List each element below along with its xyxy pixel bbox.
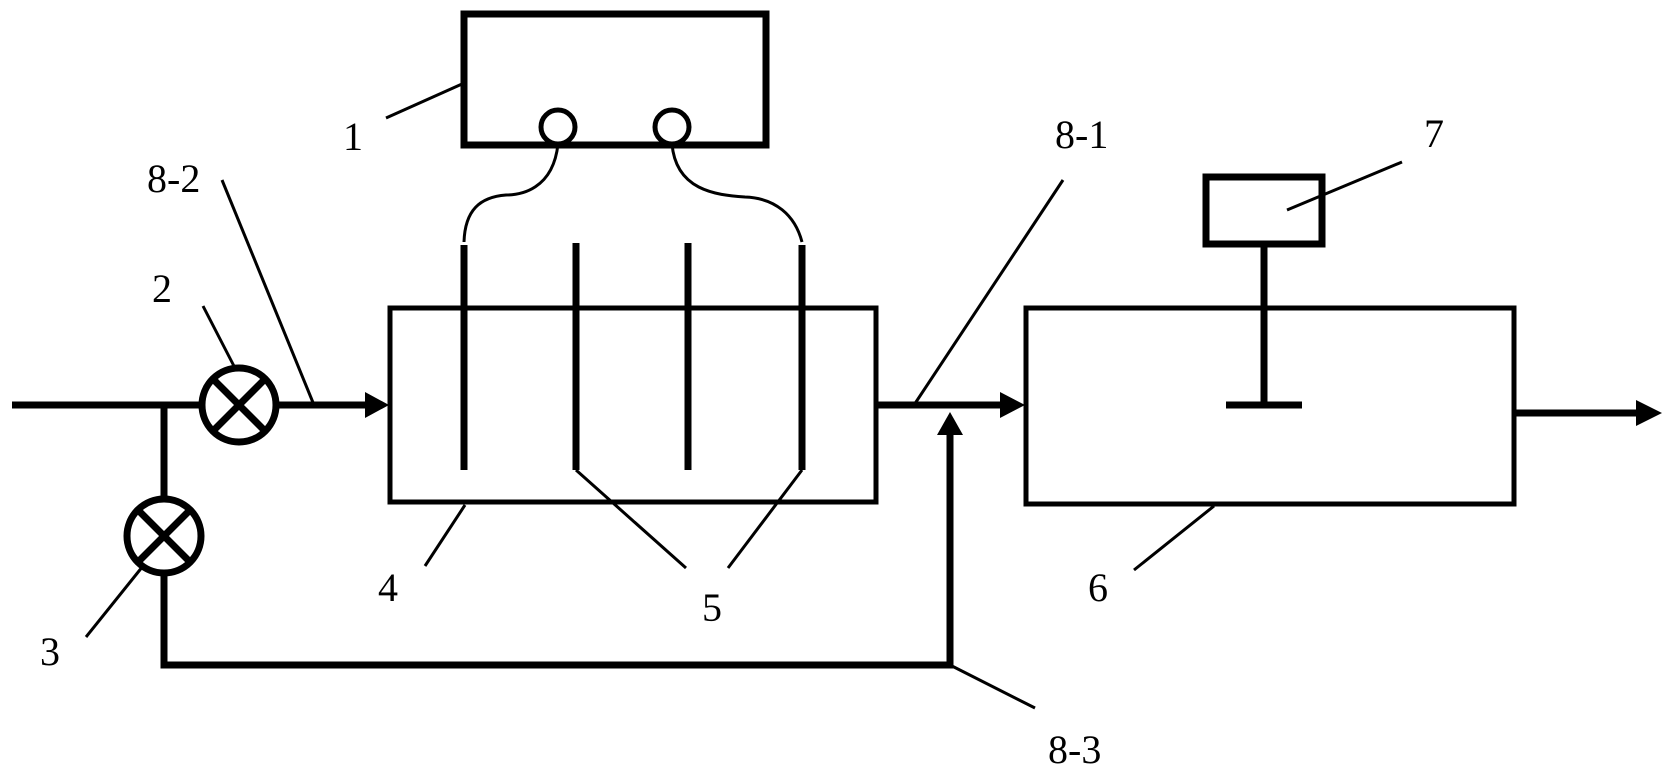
tank-box bbox=[1023, 305, 1517, 507]
valve-main-body bbox=[198, 364, 280, 446]
arrow-bypass-up bbox=[937, 412, 963, 435]
valve-main bbox=[198, 364, 280, 446]
leader-6 bbox=[1133, 504, 1215, 572]
leader-5a bbox=[575, 468, 687, 570]
leader-8-2 bbox=[220, 179, 316, 406]
power-supply-box bbox=[460, 10, 770, 149]
bypass-pipe bbox=[160, 432, 954, 669]
leader-3 bbox=[84, 565, 145, 638]
terminal-right bbox=[652, 107, 692, 147]
wire-right bbox=[670, 143, 804, 243]
label-1: 1 bbox=[343, 114, 363, 159]
wire-left bbox=[462, 143, 560, 243]
leader-5b bbox=[726, 469, 804, 569]
label-7: 7 bbox=[1424, 111, 1444, 156]
leader-1 bbox=[385, 82, 463, 120]
leader-8-1 bbox=[912, 179, 1065, 406]
stirrer-motor-box bbox=[1202, 173, 1326, 248]
label-8-1: 8-1 bbox=[1055, 112, 1108, 157]
label-5: 5 bbox=[702, 585, 722, 630]
leader-2 bbox=[201, 305, 238, 371]
leader-4 bbox=[423, 504, 467, 567]
label-6: 6 bbox=[1088, 565, 1108, 610]
leader-8-3 bbox=[949, 663, 1036, 710]
label-2: 2 bbox=[152, 266, 172, 311]
valve-bypass bbox=[123, 495, 205, 577]
leader-7 bbox=[1286, 160, 1403, 212]
label-8-2: 8-2 bbox=[147, 156, 200, 201]
power-supply bbox=[460, 10, 770, 149]
arrow-into-reactor bbox=[365, 392, 389, 418]
terminal-left bbox=[538, 107, 578, 147]
arrow-into-tank bbox=[1000, 392, 1025, 418]
valve-main-cross-b bbox=[210, 376, 268, 434]
label-4: 4 bbox=[378, 565, 398, 610]
label-3: 3 bbox=[40, 629, 60, 674]
valve-bypass-cross-b bbox=[135, 507, 193, 565]
electrodes bbox=[460, 243, 806, 470]
arrow-outlet bbox=[1636, 400, 1662, 426]
label-8-3: 8-3 bbox=[1048, 727, 1101, 768]
